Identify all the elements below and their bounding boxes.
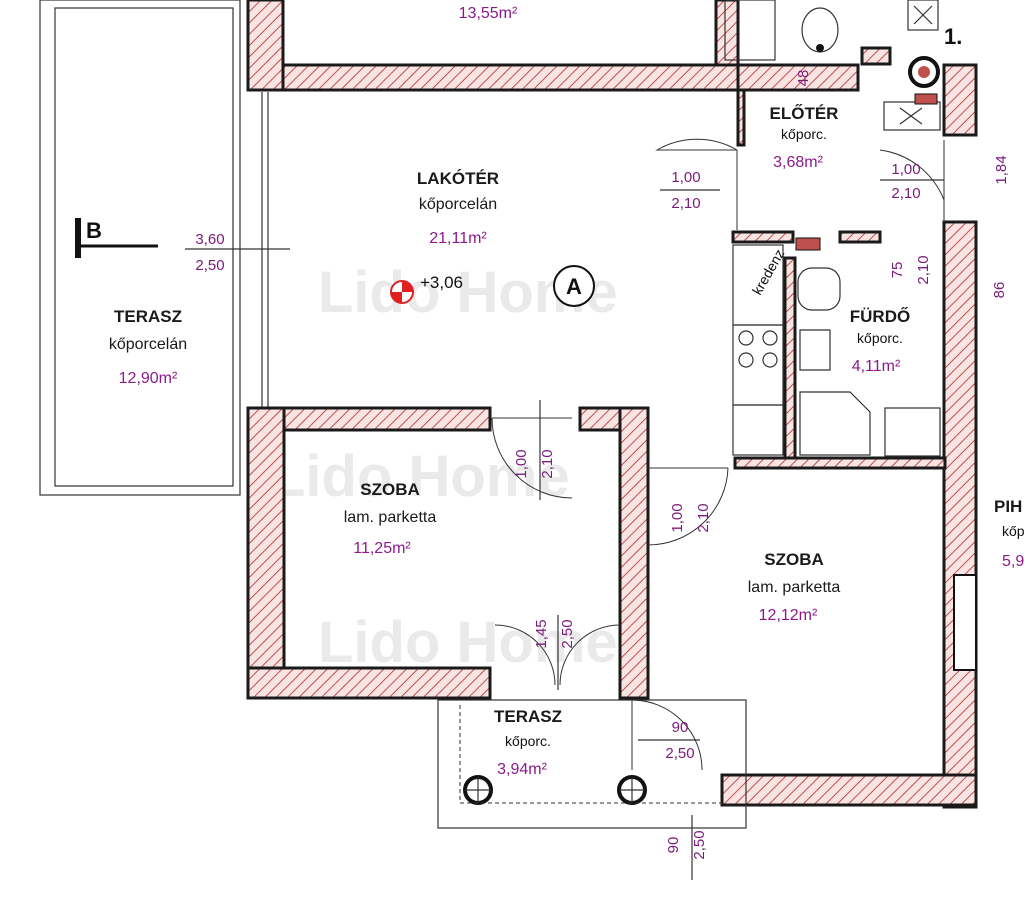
terrace-large-area: 12,90m² [119,370,178,387]
bath-material: kőporc. [857,330,903,346]
dim-hall-right: 1,84 [993,155,1010,184]
top-pipe-icon [816,44,824,52]
dim-terrace-door-w: 3,60 [195,231,224,248]
room-right-material: lam. parketta [748,579,841,596]
room-bath: FÜRDŐ kőporc. 4,11m² [850,307,910,375]
fixtures [463,0,941,805]
kitchen-label: kredenz [749,246,788,297]
top-cabinet [724,0,776,61]
dim-window-small-h: 2,50 [665,745,694,762]
level-value: +3,06 [420,273,463,292]
room-terrace-small: TERASZ kőporc. 3,94m² [494,707,562,778]
room-hall: ELŐTÉR kőporc. 3,68m² [770,104,839,171]
dim-hall-door-w: 1,00 [891,161,920,178]
washing-machine-icon [884,407,941,457]
doors [491,138,945,771]
unit-label: A [566,274,582,299]
washbasin-icon [799,329,831,371]
dim-terrace-door-h: 2,50 [195,257,224,274]
dimension-labels: 3,60 2,50 1,00 2,10 1,00 2,10 1,84 75 2,… [185,70,1010,880]
dim-window-bottom-h: 2,50 [691,830,708,859]
sink [732,404,784,456]
dim-terrace-small-door-w: 1,45 [533,619,550,648]
dim-window-bottom-w: 90 [665,837,682,854]
room-right: SZOBA lam. parketta 12,12m² [748,550,841,624]
terrace-large-name: TERASZ [114,307,182,326]
watermark-2: Lido Home [270,444,570,509]
right-window [953,574,977,671]
walls [246,0,978,809]
dim-hall-door-h: 2,10 [891,185,920,202]
dim-window-small-w: 90 [672,719,689,736]
shower-tray-icon [799,391,871,456]
partial-material: kőp [1002,523,1024,539]
bath-name: FÜRDŐ [850,307,910,326]
room-partial-right: PIH kőp 5,9 [994,497,1024,570]
living-name: LAKÓTÉR [417,169,499,188]
dim-living-door-h: 2,10 [671,195,700,212]
burner-4-icon [762,352,778,368]
dim-room-right-door-w: 1,00 [669,503,686,532]
terrace-large-material: kőporcelán [109,336,187,353]
dim-bath-door-h: 2,10 [915,255,932,284]
dim-room-right-door-h: 2,10 [695,503,712,532]
living-area: 21,11m² [429,230,487,247]
dim-living-door-w: 1,00 [671,169,700,186]
watermark-3: Lido Home [318,610,618,675]
partial-name: PIH [994,497,1022,516]
burner-3-icon [738,352,754,368]
partial-area: 5,9 [1002,553,1024,570]
watermarks: Lido Home Lido Home Lido Home [270,260,618,675]
room-right-name: SZOBA [764,550,824,569]
dim-terrace-small-door-h: 2,50 [559,619,576,648]
top-room-area: 13,55m² [459,5,518,22]
room-left: SZOBA lam. parketta 11,25m² [344,480,437,557]
bath-area: 4,11m² [852,358,901,375]
dim-right-edge: 86 [991,282,1008,299]
room-left-material: lam. parketta [344,509,437,526]
dim-room-left-door-h: 2,10 [539,449,556,478]
room-left-name: SZOBA [360,480,420,499]
terrace-small-material: kőporc. [505,733,551,749]
dim-bath-door-w: 75 [889,262,906,279]
hall-material: kőporc. [781,126,827,142]
burner-1-icon [738,330,754,346]
room-right-area: 12,12m² [759,607,818,624]
room-left-area: 11,25m² [353,540,411,557]
burner-2-icon [762,330,778,346]
terrace-small-name: TERASZ [494,707,562,726]
hall-name: ELŐTÉR [770,104,839,123]
room-living: LAKÓTÉR kőporcelán 21,11m² [417,169,499,247]
terrace-small-area: 3,94m² [497,761,547,778]
dim-room-left-door-w: 1,00 [513,449,530,478]
living-material: kőporcelán [419,196,497,213]
dim-top-wall: 48 [795,70,812,87]
level-marker: +3,06 [390,273,463,304]
hall-cabinet [883,101,941,131]
terrace-large-outline [39,0,269,496]
toilet-icon [797,267,841,311]
section-marker: B [75,218,158,258]
hall-area: 3,68m² [773,154,823,171]
room-top: 13,55m² [459,5,518,22]
stair-label: 1. [944,24,962,49]
terrace-small-outline [437,699,747,829]
room-terrace-large: TERASZ kőporcelán 12,90m² [109,307,187,387]
unit-marker: A [553,265,595,307]
top-shaft [860,46,892,66]
section-label: B [86,218,102,243]
stair-box [907,0,939,31]
